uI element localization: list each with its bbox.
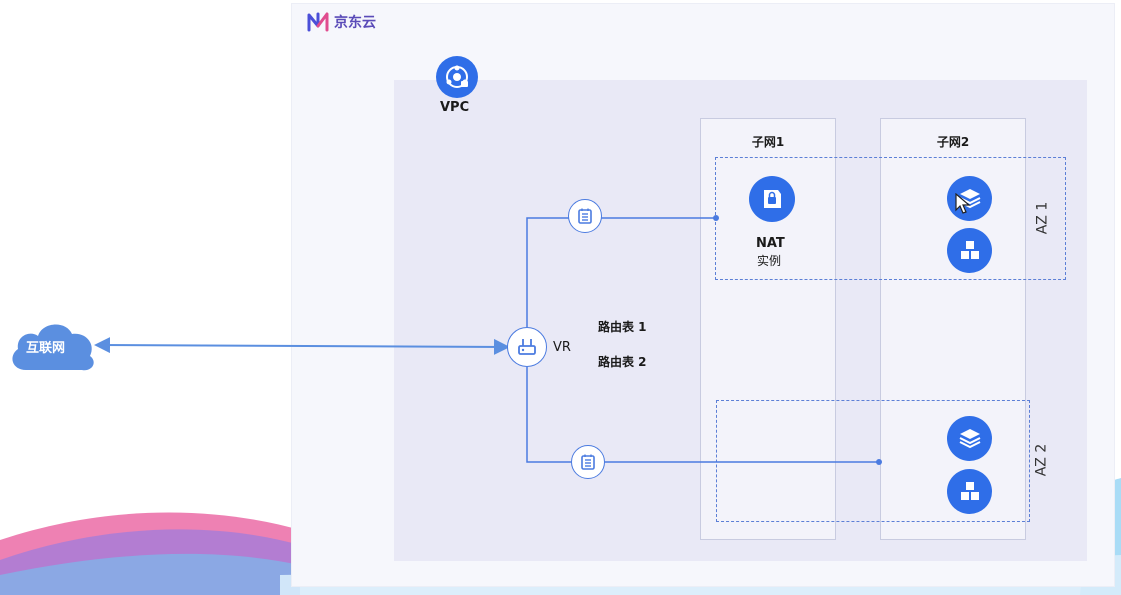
nat-label-line2: 实例	[757, 254, 782, 268]
layers-icon	[947, 176, 992, 221]
router-label: VR	[553, 340, 571, 355]
route-table-2-label: 路由表 2	[598, 355, 647, 369]
vpc-icon	[436, 56, 478, 98]
route-table-1-icon	[568, 199, 602, 233]
az-2-label: AZ 2	[1033, 443, 1050, 477]
jd-cloud-logo-icon	[307, 12, 329, 32]
subnet-1-title: 子网1	[751, 135, 785, 149]
nat-gateway-icon	[749, 176, 795, 222]
cubes-icon	[947, 228, 992, 273]
internet-label: 互联网	[26, 341, 66, 356]
cloud-icon	[12, 324, 94, 371]
nat-label-line1: NAT	[756, 236, 785, 251]
mouse-cursor-icon	[955, 193, 971, 214]
vpc-label: VPC	[440, 100, 470, 115]
brand-name: 京东云	[334, 15, 376, 31]
router-icon	[507, 327, 547, 367]
route-table-2-icon	[571, 445, 605, 479]
cubes-icon	[947, 469, 992, 514]
route-table-1-label: 路由表 1	[598, 320, 647, 334]
az-1-label: AZ 1	[1034, 201, 1051, 235]
brand-logo: 京东云	[306, 10, 376, 34]
subnet-2-title: 子网2	[936, 135, 970, 149]
layers-icon	[947, 416, 992, 461]
